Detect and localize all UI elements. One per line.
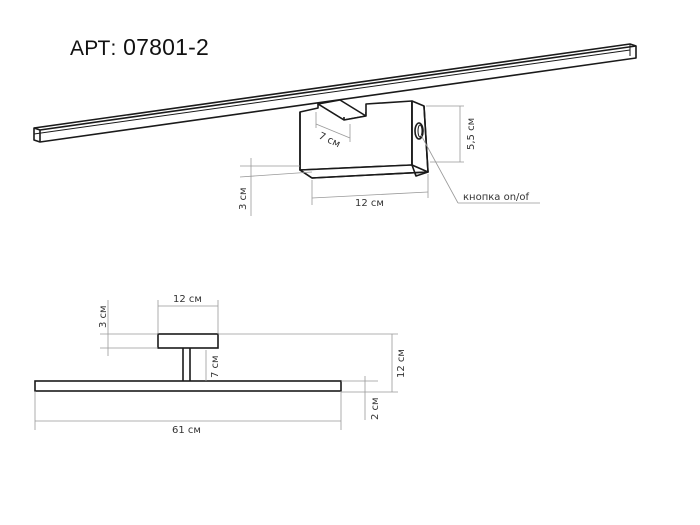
front-view bbox=[34, 333, 342, 392]
article-title: АРТ: 07801-2 bbox=[70, 34, 209, 61]
switch-callout: кнопка on/of bbox=[463, 192, 530, 203]
article-prefix: АРТ: bbox=[70, 37, 117, 60]
dim-bar-length-front: 61 см bbox=[172, 425, 201, 436]
front-dimensions bbox=[34, 300, 398, 430]
mount-box-perspective bbox=[299, 100, 429, 179]
perspective-dimensions bbox=[239, 105, 540, 216]
front-labels: 12 см 3 см 7 см 12 см 2 см 61 см bbox=[98, 294, 407, 436]
dim-box-height-perspective: 5,5 см bbox=[466, 118, 477, 150]
article-number: 07801-2 bbox=[123, 34, 209, 60]
dim-bar-height-front: 2 см bbox=[370, 397, 381, 420]
dim-box-depth-perspective: 3 см bbox=[238, 187, 249, 210]
light-bar-perspective bbox=[33, 43, 637, 143]
mount-box-front bbox=[157, 333, 219, 349]
perspective-view bbox=[33, 43, 637, 179]
dim-box-height-front: 3 см bbox=[98, 305, 109, 328]
dim-arm-front: 7 см bbox=[210, 355, 221, 378]
dim-box-width-front: 12 см bbox=[173, 294, 202, 305]
dim-box-width-perspective: 12 см bbox=[355, 198, 384, 209]
light-bar-front bbox=[34, 380, 342, 392]
dim-total-height-front: 12 см bbox=[396, 349, 407, 378]
